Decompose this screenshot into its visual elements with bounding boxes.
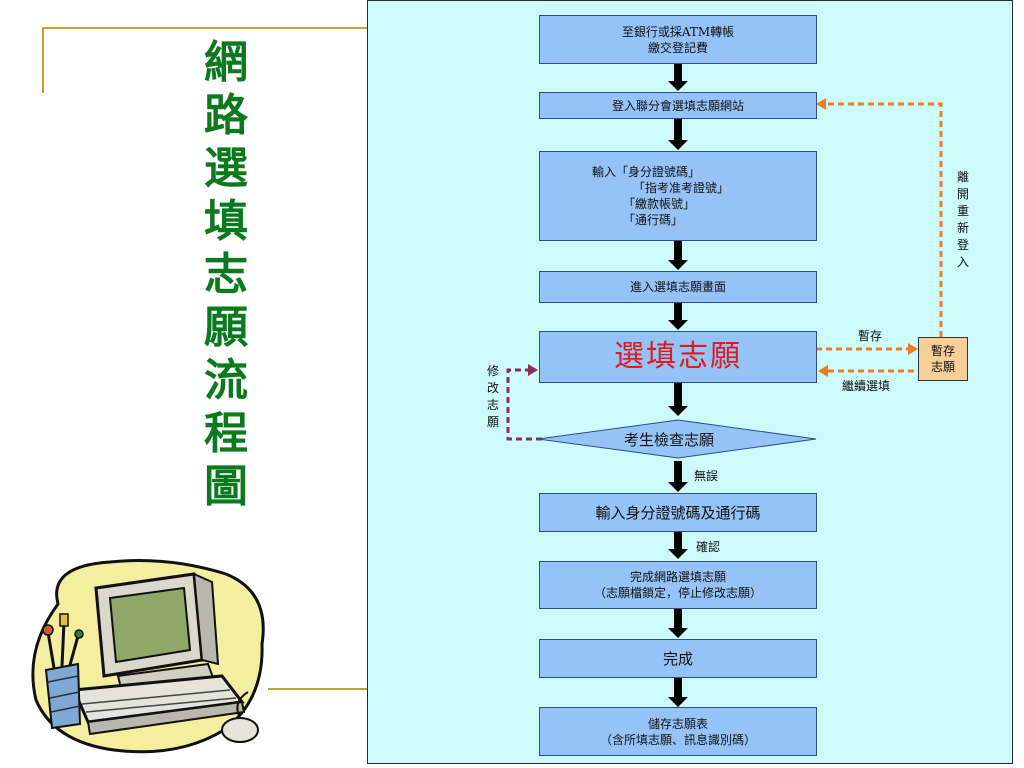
step-complete-online: 完成網路選填志願 （志願檔鎖定，停止修改志願）	[539, 561, 817, 609]
step-transfer-fee: 至銀行或採ATM轉帳 繳交登記費	[539, 15, 817, 64]
label-no-error: 無誤	[694, 469, 719, 483]
step-enter-credentials: 輸入「身分證號碼」 「指考准考證號」 「繳款帳號」 「通行碼」	[539, 151, 817, 241]
gold-line-left	[42, 27, 44, 93]
title-char: 選	[204, 143, 248, 194]
step-done: 完成	[539, 639, 817, 678]
gold-line-bottom	[268, 688, 367, 690]
title-char: 圖	[204, 461, 248, 512]
title-char: 網	[204, 37, 248, 88]
vertical-title: 網 路 選 填 志 願 流 程 圖	[196, 36, 256, 513]
title-char: 填	[204, 196, 248, 247]
step-enter-id-password: 輸入身分證號碼及通行碼	[539, 493, 817, 532]
title-char: 願	[204, 302, 248, 353]
step-fill-choices: 選填志願	[539, 331, 817, 383]
step-login-site: 登入聯分會選填志願網站	[539, 92, 817, 119]
title-char: 程	[204, 408, 248, 459]
step-save-form: 儲存志願表 （含所填志願、訊息識別碼）	[539, 707, 817, 756]
flowchart-panel: 至銀行或採ATM轉帳 繳交登記費 登入聯分會選填志願網站 輸入「身分證號碼」 「…	[367, 0, 1013, 764]
label-continue: 繼續選填	[842, 379, 891, 393]
label-save: 暫存	[858, 329, 883, 343]
flow-connectors	[506, 64, 943, 707]
title-char: 流	[204, 355, 248, 406]
label-modify: 修 改 志 願	[486, 364, 499, 429]
label-relogin: 離 開 重 新 登 入	[956, 170, 969, 269]
computer-clipart-icon	[31, 559, 265, 754]
step-enter-selection-screen: 進入選填志願畫面	[539, 271, 817, 303]
decision-label: 考生檢查志願	[624, 431, 715, 449]
gold-line-top	[42, 27, 367, 29]
side-box-temp-save: 暫存 志願	[918, 337, 968, 381]
label-confirm: 確認	[696, 540, 721, 554]
title-char: 志	[204, 249, 248, 300]
title-char: 路	[204, 90, 248, 141]
